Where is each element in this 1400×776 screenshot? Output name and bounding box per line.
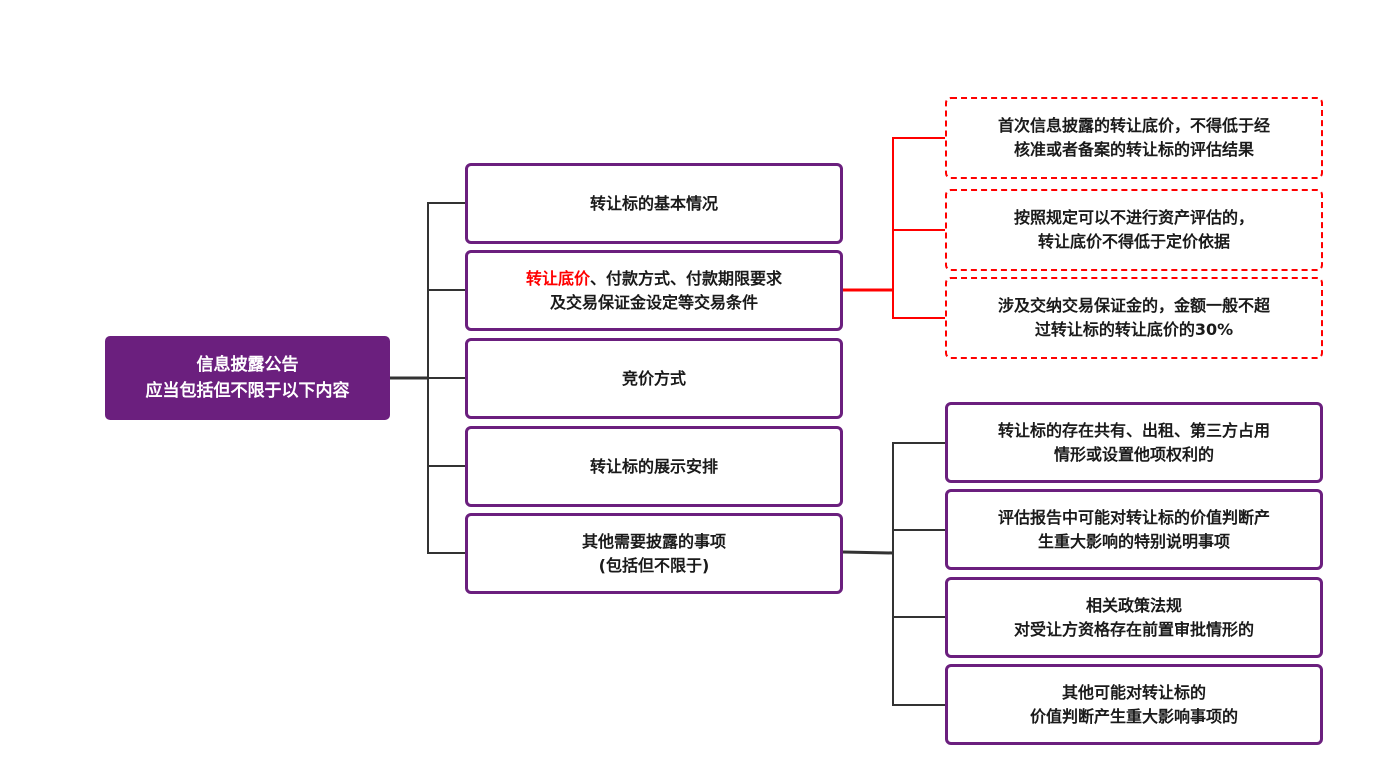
detail-line-1: 相关政策法规 <box>1085 595 1182 615</box>
other-detail-2: 评估报告中可能对转让标的价值判断产 生重大影响的特别说明事项 <box>945 489 1323 570</box>
detail-line-1: 首次信息披露的转让底价，不得低于经 <box>997 116 1270 135</box>
other-detail-1: 转让标的存在共有、出租、第三方占用 情形或设置他项权利的 <box>945 402 1323 483</box>
item-label: 竞价方式 <box>621 368 686 388</box>
item-label: 转让标的展示安排 <box>589 456 718 476</box>
other-detail-4: 其他可能对转让标的 价值判断产生重大影响事项的 <box>945 664 1323 745</box>
item-label-line-2: 及交易保证金设定等交易条件 <box>549 292 758 312</box>
detail-line-1: 按照规定可以不进行资产评估的， <box>1013 208 1254 227</box>
root-title-line-1: 信息披露公告 <box>196 355 299 375</box>
price-detail-1: 首次信息披露的转让底价，不得低于经 核准或者备案的转让标的评估结果 <box>945 97 1323 179</box>
detail-line-2: 价值判断产生重大影响事项的 <box>1029 706 1238 726</box>
detail-line-2: 核准或者备案的转让标的评估结果 <box>1013 140 1254 159</box>
root-node: 信息披露公告 应当包括但不限于以下内容 <box>105 336 390 420</box>
connector-other-stem <box>842 550 894 555</box>
detail-line-2: 情形或设置他项权利的 <box>1053 444 1214 464</box>
item-label: 转让标的基本情况 <box>589 193 718 213</box>
detail-line-2: 转让底价不得低于定价依据 <box>1037 232 1230 251</box>
highlight-reserve-price: 转让底价 <box>525 268 590 288</box>
item-bidding-method: 竞价方式 <box>465 338 843 419</box>
detail-line-2: 生重大影响的特别说明事项 <box>1037 531 1230 551</box>
detail-line-1: 转让标的存在共有、出租、第三方占用 <box>997 420 1270 440</box>
detail-line-1: 涉及交纳交易保证金的，金额一般不超 <box>997 296 1270 315</box>
item-label-line-2: (包括但不限于) <box>598 555 710 575</box>
other-detail-3: 相关政策法规 对受让方资格存在前置审批情形的 <box>945 577 1323 658</box>
item-label-line-1: 其他需要披露的事项 <box>581 531 726 551</box>
price-detail-3: 涉及交纳交易保证金的，金额一般不超 过转让标的转让底价的30% <box>945 277 1323 359</box>
detail-line-1: 评估报告中可能对转让标的价值判断产 <box>997 507 1270 527</box>
item-trade-conditions: 转让底价、付款方式、付款期限要求 及交易保证金设定等交易条件 <box>465 250 843 331</box>
root-title-line-2: 应当包括但不限于以下内容 <box>145 381 350 401</box>
price-detail-2: 按照规定可以不进行资产评估的， 转让底价不得低于定价依据 <box>945 189 1323 271</box>
item-display-arrangement: 转让标的展示安排 <box>465 426 843 507</box>
detail-line-2: 对受让方资格存在前置审批情形的 <box>1013 619 1254 639</box>
item-label-line-1: 转让底价、付款方式、付款期限要求 <box>525 268 783 288</box>
item-other-disclosures: 其他需要披露的事项 (包括但不限于) <box>465 513 843 594</box>
item-basic-info: 转让标的基本情况 <box>465 163 843 244</box>
detail-line-2: 过转让标的转让底价的30% <box>1034 320 1234 339</box>
detail-line-1: 其他可能对转让标的 <box>1061 682 1206 702</box>
